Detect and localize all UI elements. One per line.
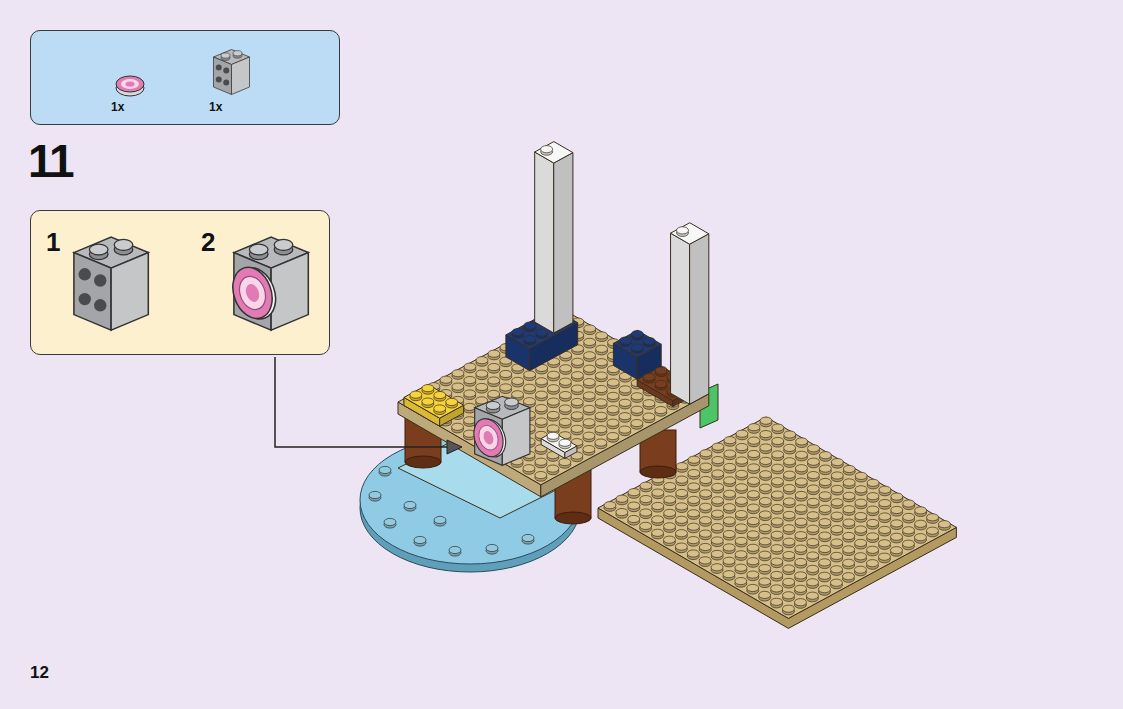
brick-face bbox=[671, 223, 709, 244]
brick-face bbox=[613, 330, 661, 357]
brick-face bbox=[541, 432, 577, 452]
brick-face bbox=[398, 311, 709, 485]
sub-step-panel: 12 bbox=[30, 210, 330, 355]
brick-face bbox=[535, 142, 573, 163]
brick bbox=[398, 311, 709, 497]
sub-step-number: 1 bbox=[46, 229, 60, 255]
brick bbox=[671, 223, 709, 404]
step-number: 11 bbox=[28, 138, 73, 184]
brick-face bbox=[554, 153, 573, 333]
brick-face bbox=[690, 234, 709, 404]
brick-face bbox=[404, 384, 464, 418]
parts-list-panel: 1x 1x bbox=[30, 30, 340, 125]
brick-face bbox=[598, 417, 956, 618]
brick bbox=[404, 384, 464, 426]
quantity-label: 1x bbox=[111, 101, 124, 113]
brick-face bbox=[671, 233, 690, 404]
brick bbox=[541, 432, 577, 458]
brick bbox=[535, 142, 573, 333]
quantity-label: 1x bbox=[209, 101, 222, 113]
brick-face bbox=[535, 152, 554, 333]
sub-step-number: 2 bbox=[201, 229, 215, 255]
page-number: 12 bbox=[30, 664, 49, 681]
